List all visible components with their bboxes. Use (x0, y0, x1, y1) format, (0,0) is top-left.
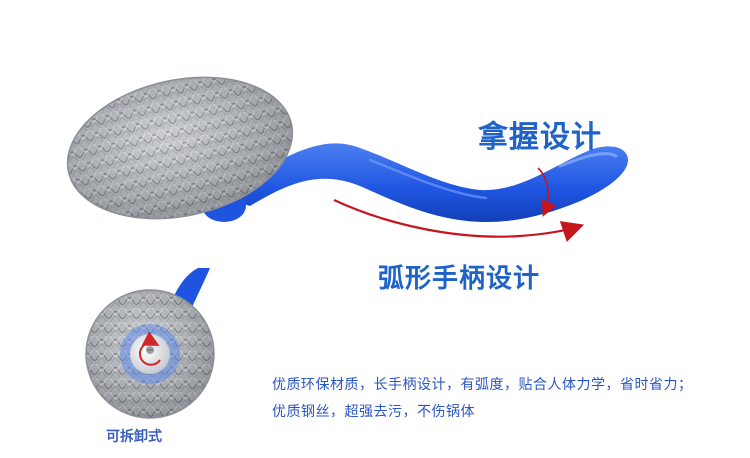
feature-text-1: 优质环保材质，长手柄设计，有弧度，贴合人体力学，省时省力； (272, 377, 693, 393)
feature-text-2: 优质钢丝，超强去污，不伤锅体 (272, 404, 475, 420)
curve-arrow (333, 199, 585, 242)
detachable-caption: 可拆卸式 (106, 429, 162, 445)
grip-design-label: 拿握设计 (478, 120, 602, 155)
curved-handle-label: 弧形手柄设计 (378, 264, 541, 294)
rotate-arrow-icon (139, 331, 161, 366)
grip-arc (537, 167, 557, 217)
steel-wool-head (66, 76, 294, 220)
detachable-view (85, 268, 215, 419)
curved-handle (218, 143, 628, 222)
